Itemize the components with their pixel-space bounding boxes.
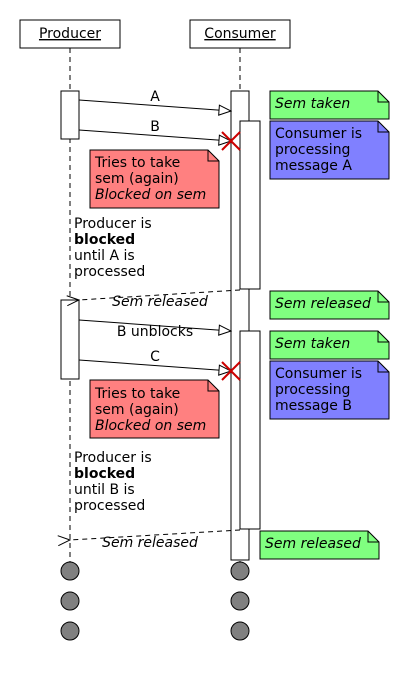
producer-blocked-annotation-1: Producer is blocked until A is processed [74, 216, 152, 280]
producer-blocked-annotation-2: Producer is blocked until B is processed [74, 450, 152, 514]
message-a-label: A [150, 89, 160, 105]
consumer-actor-label: Consumer [204, 26, 276, 42]
message-sem-released-2: Sem released [70, 529, 241, 551]
message-c-label: C [150, 349, 160, 365]
end-circle-icon [60, 621, 80, 641]
svg-text:Sem taken: Sem taken [275, 336, 350, 352]
end-circle-icon [230, 561, 250, 581]
note-tries-to-take-1: Tries to take sem (again) Blocked on sem [89, 149, 220, 209]
message-b-unblocks-label: B unblocks [117, 324, 193, 340]
note-sem-taken-1: Sem taken [269, 90, 390, 120]
svg-text:Tries to take: Tries to take [94, 386, 180, 402]
producer-activation-2 [60, 299, 80, 380]
svg-text:Sem released: Sem released [265, 536, 361, 552]
message-c: C [78, 349, 241, 381]
consumer-actor: Consumer [189, 19, 291, 49]
svg-text:processing: processing [275, 142, 350, 158]
svg-text:processing: processing [275, 382, 350, 398]
producer-activation-1 [60, 90, 80, 140]
svg-text:message B: message B [275, 398, 352, 414]
blocked-cross-icon [221, 131, 241, 151]
note-sem-taken-2: Sem taken [269, 330, 390, 360]
svg-text:processed: processed [74, 498, 145, 514]
svg-text:blocked: blocked [74, 232, 135, 248]
note-consumer-processing-a: Consumer is processing message A [269, 120, 390, 180]
end-circle-icon [230, 621, 250, 641]
producer-end-markers [60, 561, 80, 641]
end-circle-icon [60, 591, 80, 611]
note-sem-released-2: Sem released [259, 530, 380, 560]
message-sem-released-2-label: Sem released [102, 535, 198, 551]
note-tries-to-take-2: Tries to take sem (again) Blocked on sem [89, 379, 220, 439]
svg-text:until B is: until B is [74, 482, 135, 498]
consumer-activation-b [239, 330, 261, 530]
svg-text:Tries to take: Tries to take [94, 155, 180, 171]
svg-text:sem (again): sem (again) [95, 402, 179, 418]
svg-text:Consumer is: Consumer is [275, 126, 362, 142]
svg-text:Blocked on sem: Blocked on sem [95, 418, 206, 434]
svg-text:processed: processed [74, 264, 145, 280]
svg-text:sem (again): sem (again) [95, 171, 179, 187]
consumer-activation-a [239, 120, 261, 290]
end-circle-icon [230, 591, 250, 611]
svg-text:Sem taken: Sem taken [275, 96, 350, 112]
svg-text:message A: message A [275, 158, 352, 174]
svg-text:until A is: until A is [74, 248, 135, 264]
svg-text:Sem released: Sem released [275, 296, 371, 312]
svg-text:Producer is: Producer is [74, 216, 152, 232]
note-sem-released-1: Sem released [269, 290, 390, 320]
message-b-label: B [150, 119, 160, 135]
message-sem-released-1: Sem released [79, 289, 241, 310]
end-circle-icon [60, 561, 80, 581]
svg-text:Blocked on sem: Blocked on sem [95, 187, 206, 203]
message-b: B [78, 119, 241, 151]
consumer-end-markers [230, 561, 250, 641]
svg-text:Producer is: Producer is [74, 450, 152, 466]
svg-text:blocked: blocked [74, 466, 135, 482]
blocked-cross-icon [221, 361, 241, 381]
message-sem-released-1-label: Sem released [112, 294, 208, 310]
producer-actor: Producer [19, 19, 121, 49]
message-a: A [78, 89, 231, 111]
note-consumer-processing-b: Consumer is processing message B [269, 360, 390, 420]
producer-actor-label: Producer [39, 26, 101, 42]
svg-text:Consumer is: Consumer is [275, 366, 362, 382]
message-b-unblocks: B unblocks [78, 319, 231, 340]
